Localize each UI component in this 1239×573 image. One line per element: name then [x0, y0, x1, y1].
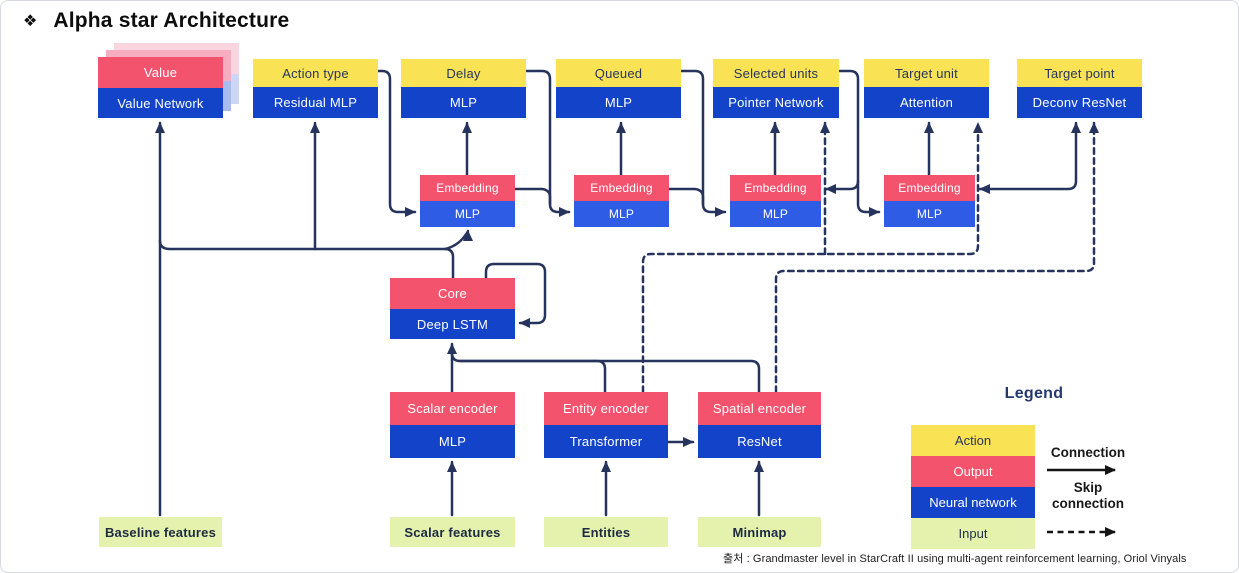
node-action-type: Action type Residual MLP: [253, 59, 378, 118]
scalar-encoder-mlp-label: MLP: [390, 425, 515, 458]
input-scalar-features: Scalar features: [390, 517, 515, 547]
node-selected-units: Selected units Pointer Network: [713, 59, 839, 118]
node-target-point: Target point Deconv ResNet: [1017, 59, 1142, 118]
conn-embedding4-to-deconv: [978, 121, 1081, 194]
transformer-label: Transformer: [544, 425, 668, 458]
scalar-encoder-label: Scalar encoder: [390, 392, 515, 425]
title-bullet-icon: ❖: [23, 13, 38, 30]
embedding1-mlp-label: MLP: [420, 201, 515, 227]
legend-item-input: Input: [911, 518, 1035, 549]
legend-skip-connection-label: Skip connection: [1051, 480, 1124, 511]
embedding3-mlp-label: MLP: [730, 201, 821, 227]
selected-units-label: Selected units: [713, 59, 839, 87]
conn-bus-to-embedding1: [443, 229, 473, 251]
value-output-label: Value: [98, 57, 223, 88]
deconv-resnet-label: Deconv ResNet: [1017, 87, 1142, 118]
entity-encoder-label: Entity encoder: [544, 392, 668, 425]
value-network-label: Value Network: [98, 88, 223, 118]
conn-actiontype-to-embedding1: [376, 69, 417, 217]
legend-item-output: Output: [911, 456, 1035, 487]
residual-mlp-label: Residual MLP: [253, 87, 378, 118]
delay-mlp-label: MLP: [401, 87, 526, 118]
conn-core-self-loop: [484, 262, 547, 328]
input-entities: Entities: [544, 517, 668, 547]
delay-label: Delay: [401, 59, 526, 87]
node-core: Core Deep LSTM: [390, 278, 515, 339]
embedding4-label: Embedding: [884, 175, 975, 201]
node-spatial-encoder: Spatial encoder ResNet: [698, 392, 821, 458]
conn-selected-to-embedding3: [824, 69, 860, 194]
embedding4-mlp-label: MLP: [884, 201, 975, 227]
resnet-label: ResNet: [698, 425, 821, 458]
spatial-encoder-label: Spatial encoder: [698, 392, 821, 425]
embedding3-label: Embedding: [730, 175, 821, 201]
embedding2-mlp-label: MLP: [574, 201, 669, 227]
conn-embedding2-chain-join: [667, 187, 705, 206]
conn-selected-to-embedding4: [856, 179, 881, 217]
queued-mlp-label: MLP: [556, 87, 681, 118]
input-baseline-features: Baseline features: [99, 517, 222, 547]
conn-delay-to-embedding2: [524, 69, 571, 217]
node-embedding-3: Embedding MLP: [730, 175, 821, 227]
source-caption: 출처 : Grandmaster level in StarCraft II u…: [723, 553, 1187, 565]
core-label: Core: [390, 278, 515, 309]
legend-swatches: Action Output Neural network Input: [911, 425, 1035, 549]
conn-embedding1-chain-join: [513, 187, 552, 206]
conn-spatial-encoder-to-bus: [458, 359, 761, 394]
page-title: ❖ Alpha star Architecture: [23, 9, 289, 33]
skip-entity-to-attention: [641, 121, 983, 394]
target-unit-label: Target unit: [864, 59, 989, 87]
title-text: Alpha star Architecture: [53, 9, 290, 32]
legend-item-neural-network: Neural network: [911, 487, 1035, 518]
skip-spatial-to-deconv: [774, 121, 1099, 394]
input-minimap: Minimap: [698, 517, 821, 547]
legend-item-action: Action: [911, 425, 1035, 456]
action-type-label: Action type: [253, 59, 378, 87]
node-queued: Queued MLP: [556, 59, 681, 118]
conn-queued-to-embedding3: [679, 69, 727, 217]
node-scalar-encoder: Scalar encoder MLP: [390, 392, 515, 458]
node-embedding-2: Embedding MLP: [574, 175, 669, 227]
conn-core-output-bus: [158, 239, 455, 280]
legend-connection-label: Connection: [1050, 445, 1126, 460]
attention-label: Attention: [864, 87, 989, 118]
queued-label: Queued: [556, 59, 681, 87]
node-target-unit: Target unit Attention: [864, 59, 989, 118]
node-embedding-1: Embedding MLP: [420, 175, 515, 227]
deep-lstm-label: Deep LSTM: [390, 309, 515, 339]
node-embedding-4: Embedding MLP: [884, 175, 975, 227]
node-entity-encoder: Entity encoder Transformer: [544, 392, 668, 458]
target-point-label: Target point: [1017, 59, 1142, 87]
embedding1-label: Embedding: [420, 175, 515, 201]
legend-title: Legend: [1004, 385, 1064, 402]
pointer-network-label: Pointer Network: [713, 87, 839, 118]
conn-entity-encoder-to-bus: [450, 351, 607, 394]
node-value: Value Value Network: [98, 57, 223, 118]
embedding2-label: Embedding: [574, 175, 669, 201]
node-delay: Delay MLP: [401, 59, 526, 118]
